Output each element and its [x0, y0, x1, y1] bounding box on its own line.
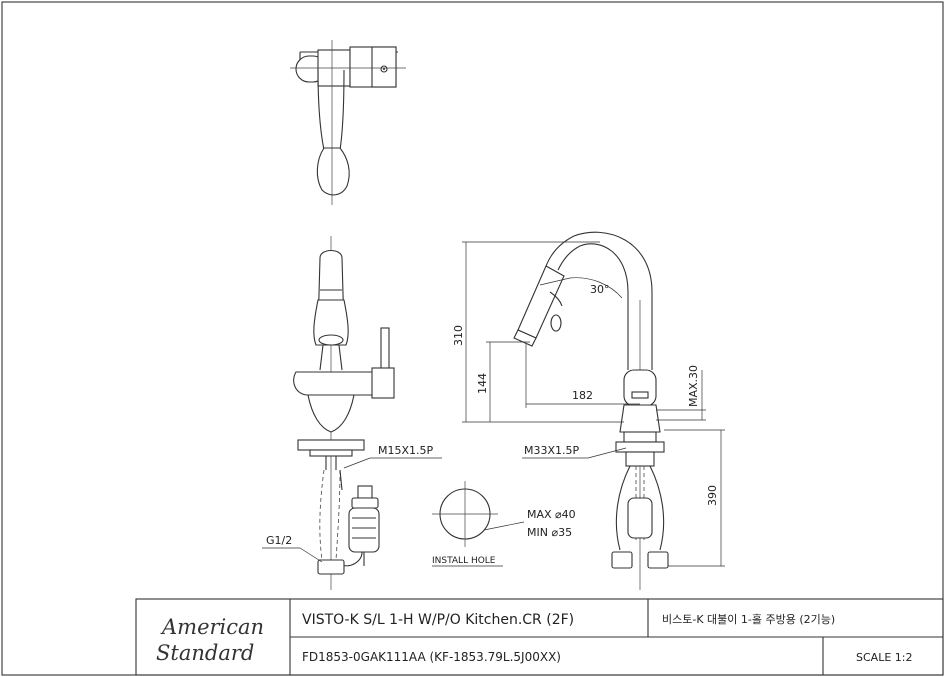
label-g12: G1/2 — [266, 534, 292, 547]
label-m15: M15X1.5P — [378, 444, 434, 457]
product-name: VISTO-K S/L 1-H W/P/O Kitchen.CR (2F) — [302, 612, 574, 628]
dim-310: 310 — [452, 325, 465, 346]
scale-label: SCALE 1:2 — [856, 651, 912, 664]
label-min-dia: MIN ⌀35 — [527, 526, 572, 539]
label-m33: M33X1.5P — [524, 444, 580, 457]
product-name-korean: 비스토-K 대불이 1-홀 주방용 (2기능) — [662, 613, 835, 626]
title-block — [135, 598, 944, 676]
dim-182: 182 — [572, 389, 593, 402]
install-hole-diagram — [432, 481, 525, 567]
front-view — [293, 236, 395, 590]
dimension-lines — [262, 241, 725, 567]
side-view — [513, 231, 669, 590]
brand-logo-line2: Standard — [156, 641, 254, 665]
dim-144: 144 — [476, 373, 489, 394]
dim-390: 390 — [706, 485, 719, 506]
model-code: FD1853-0GAK111AA (KF-1853.79L.5J00XX) — [302, 650, 561, 664]
brand-logo-line1: American — [160, 615, 264, 639]
dim-max-30: MAX.30 — [687, 365, 700, 407]
dim-angle-30: 30° — [590, 283, 610, 296]
label-max-dia: MAX ⌀40 — [527, 508, 576, 521]
top-view — [290, 40, 406, 205]
label-install-hole: INSTALL HOLE — [432, 556, 496, 566]
